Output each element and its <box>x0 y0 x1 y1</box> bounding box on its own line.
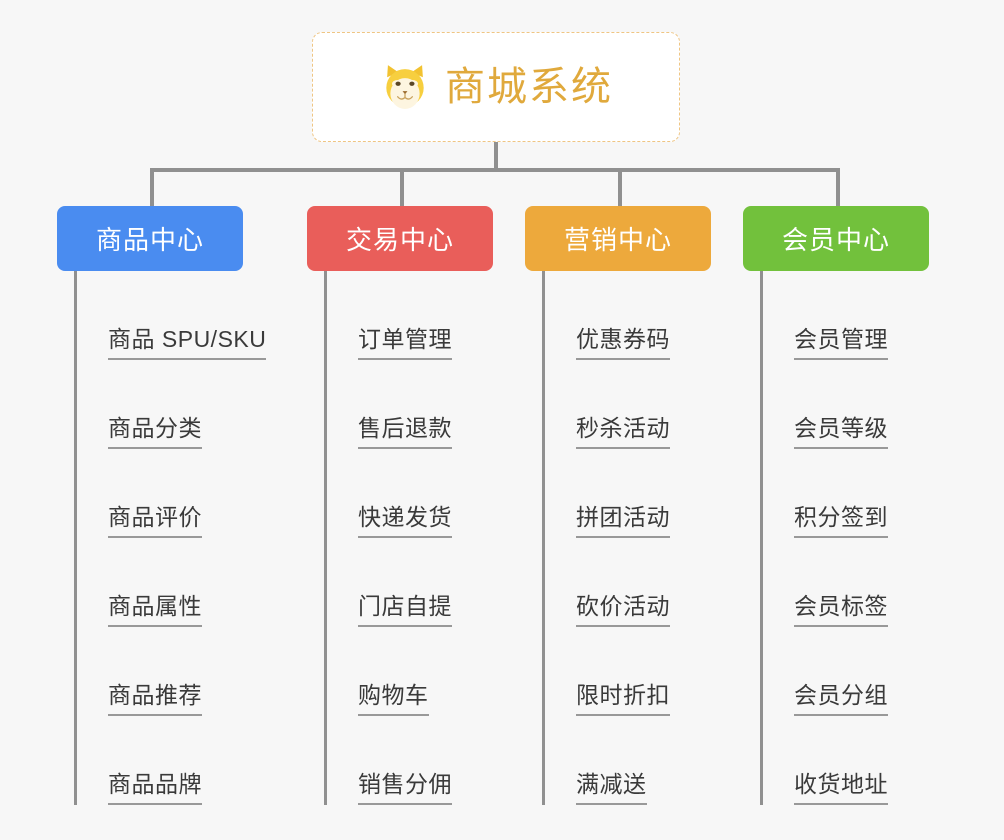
leaf-item-label: 门店自提 <box>358 593 452 627</box>
leaf-item-label: 收货地址 <box>794 771 888 805</box>
leaf-item[interactable]: 限时折扣 <box>542 627 711 716</box>
leaf-item-label: 商品评价 <box>108 504 202 538</box>
leaf-item[interactable]: 收货地址 <box>760 716 929 805</box>
leaf-item[interactable]: 商品评价 <box>74 449 243 538</box>
leaf-item-label: 商品品牌 <box>108 771 202 805</box>
leaf-item[interactable]: 拼团活动 <box>542 449 711 538</box>
leaf-item-label: 限时折扣 <box>576 682 670 716</box>
leaf-list-marketing: 优惠券码 秒杀活动 拼团活动 砍价活动 限时折扣 满减送 <box>542 271 711 805</box>
leaf-item-label: 拼团活动 <box>576 504 670 538</box>
branch-column-member: 会员中心 会员管理 会员等级 积分签到 会员标签 会员分组 收货地址 <box>743 206 929 805</box>
leaf-item[interactable]: 商品品牌 <box>74 716 243 805</box>
leaf-item[interactable]: 快递发货 <box>324 449 493 538</box>
leaf-item-label: 会员管理 <box>794 326 888 360</box>
leaf-item-label: 商品属性 <box>108 593 202 627</box>
leaf-item[interactable]: 会员标签 <box>760 538 929 627</box>
leaf-item-label: 砍价活动 <box>576 593 670 627</box>
leaf-item[interactable]: 优惠券码 <box>542 271 711 360</box>
branch-header-label: 交易中心 <box>345 225 454 255</box>
leaf-item[interactable]: 会员分组 <box>760 627 929 716</box>
leaf-item-label: 商品推荐 <box>108 682 202 716</box>
leaf-item[interactable]: 积分签到 <box>760 449 929 538</box>
leaf-item-label: 商品分类 <box>108 415 202 449</box>
leaf-item[interactable]: 砍价活动 <box>542 538 711 627</box>
connector-root-stem <box>494 142 498 170</box>
branch-header-label: 会员中心 <box>781 225 890 255</box>
leaf-item[interactable]: 售后退款 <box>324 360 493 449</box>
leaf-item-label: 优惠券码 <box>576 326 670 360</box>
leaf-item-label: 会员分组 <box>794 682 888 716</box>
branch-header-member[interactable]: 会员中心 <box>743 206 929 271</box>
leaf-item[interactable]: 商品 SPU/SKU <box>74 271 267 360</box>
leaf-item[interactable]: 购物车 <box>324 627 493 716</box>
leaf-item-label: 销售分佣 <box>358 771 452 805</box>
leaf-item[interactable]: 商品推荐 <box>74 627 243 716</box>
leaf-item[interactable]: 订单管理 <box>324 271 493 360</box>
leaf-item-label: 购物车 <box>358 682 429 716</box>
leaf-item[interactable]: 商品属性 <box>74 538 243 627</box>
leaf-item-label: 满减送 <box>576 771 647 805</box>
leaf-item-label: 快递发货 <box>358 504 452 538</box>
leaf-item[interactable]: 会员管理 <box>760 271 929 360</box>
leaf-list-trade: 订单管理 售后退款 快递发货 门店自提 购物车 销售分佣 <box>324 271 493 805</box>
leaf-item[interactable]: 满减送 <box>542 716 711 805</box>
branch-header-product[interactable]: 商品中心 <box>57 206 243 271</box>
branch-column-marketing: 营销中心 优惠券码 秒杀活动 拼团活动 砍价活动 限时折扣 满减送 <box>525 206 711 805</box>
root-title: 商城系统 <box>445 65 613 109</box>
branch-column-trade: 交易中心 订单管理 售后退款 快递发货 门店自提 购物车 销售分佣 <box>307 206 493 805</box>
connector-horizontal-bus <box>150 168 840 172</box>
branch-header-label: 营销中心 <box>563 225 672 255</box>
shiba-dog-face-icon <box>379 61 431 113</box>
leaf-item-label: 积分签到 <box>794 504 888 538</box>
leaf-item-label: 秒杀活动 <box>576 415 670 449</box>
branch-header-marketing[interactable]: 营销中心 <box>525 206 711 271</box>
leaf-item[interactable]: 会员等级 <box>760 360 929 449</box>
root-node[interactable]: 商城系统 <box>312 32 680 142</box>
branch-header-label: 商品中心 <box>95 225 204 255</box>
leaf-item[interactable]: 销售分佣 <box>324 716 493 805</box>
connector-drop-branch-1 <box>150 168 154 208</box>
leaf-item[interactable]: 商品分类 <box>74 360 243 449</box>
connector-drop-branch-2 <box>400 168 404 208</box>
connector-drop-branch-4 <box>836 168 840 208</box>
connector-drop-branch-3 <box>618 168 622 208</box>
leaf-item[interactable]: 秒杀活动 <box>542 360 711 449</box>
leaf-item-label: 订单管理 <box>358 326 452 360</box>
leaf-list-member: 会员管理 会员等级 积分签到 会员标签 会员分组 收货地址 <box>760 271 929 805</box>
leaf-item-label: 商品 SPU/SKU <box>108 326 267 360</box>
leaf-item-label: 会员标签 <box>794 593 888 627</box>
leaf-item[interactable]: 门店自提 <box>324 538 493 627</box>
branch-header-trade[interactable]: 交易中心 <box>307 206 493 271</box>
branch-column-product: 商品中心 商品 SPU/SKU 商品分类 商品评价 商品属性 商品推荐 商品品牌 <box>57 206 267 805</box>
leaf-item-label: 售后退款 <box>358 415 452 449</box>
leaf-item-label: 会员等级 <box>794 415 888 449</box>
leaf-list-product: 商品 SPU/SKU 商品分类 商品评价 商品属性 商品推荐 商品品牌 <box>74 271 267 805</box>
